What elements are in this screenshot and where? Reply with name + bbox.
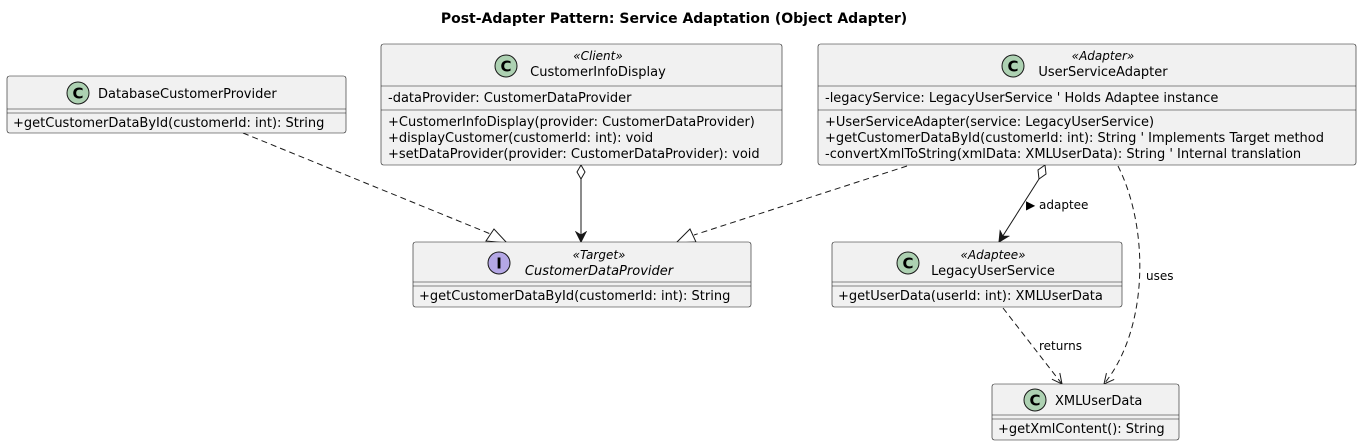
interface-stereotype: «Target» bbox=[573, 248, 626, 262]
aggregation-diamond-client bbox=[576, 163, 586, 181]
class-box-customer-info-display[interactable]: C «Client» CustomerInfoDisplay -dataProv… bbox=[380, 43, 783, 166]
aggregation-diamond-adapter bbox=[1037, 164, 1047, 180]
interface-name: CustomerDataProvider bbox=[525, 264, 675, 279]
class-box-legacy-user-service[interactable]: C «Adaptee» LegacyUserService +getUserDa… bbox=[831, 241, 1123, 308]
class-box-database-customer-provider[interactable]: C DatabaseCustomerProvider +getCustomerD… bbox=[6, 75, 347, 134]
realization-edge-adapter bbox=[693, 165, 908, 236]
class-badge-letter: C bbox=[1007, 58, 1018, 76]
returns-dependency-edge bbox=[1002, 307, 1062, 384]
class-box-xml-user-data[interactable]: C XMLUserData +getXmlContent(): String bbox=[991, 383, 1180, 441]
aggregation-edge-adapter bbox=[999, 178, 1040, 242]
class-field: -legacyService: LegacyUserService ' Hold… bbox=[825, 91, 1218, 106]
class-stereotype: «Adapter» bbox=[1072, 49, 1135, 63]
returns-edge-label: returns bbox=[1039, 339, 1082, 353]
adaptee-direction-arrow: ▶ bbox=[1026, 198, 1036, 212]
class-box-user-service-adapter[interactable]: C «Adapter» UserServiceAdapter -legacySe… bbox=[817, 43, 1357, 166]
uses-edge-label: uses bbox=[1146, 269, 1174, 283]
class-badge-letter: C bbox=[902, 255, 913, 273]
class-method: +getCustomerDataById(customerId: int): S… bbox=[13, 116, 324, 131]
edges: CustomerDataProvider (aggregation) --> L… bbox=[242, 132, 1174, 384]
class-name: LegacyUserService bbox=[931, 264, 1055, 279]
class-name: CustomerInfoDisplay bbox=[530, 65, 666, 80]
class-stereotype: «Adaptee» bbox=[960, 248, 1025, 262]
realization-arrowhead-adapter bbox=[674, 228, 697, 244]
class-badge-letter: C bbox=[500, 58, 511, 76]
interface-method: +getCustomerDataById(customerId: int): S… bbox=[419, 289, 730, 304]
class-badge-icon bbox=[1001, 54, 1025, 78]
class-badge-icon bbox=[896, 251, 920, 275]
class-method: +getXmlContent(): String bbox=[998, 422, 1165, 437]
class-method: +displayCustomer(customerId: int): void bbox=[388, 131, 653, 146]
class-badge-letter: C bbox=[1029, 392, 1040, 410]
interface-badge-icon bbox=[487, 251, 511, 275]
class-method: +getUserData(userId: int): XMLUserData bbox=[838, 289, 1103, 304]
class-name: DatabaseCustomerProvider bbox=[98, 87, 277, 102]
interface-box-customer-data-provider[interactable]: I «Target» CustomerDataProvider +getCust… bbox=[412, 241, 752, 308]
realization-arrowhead-database-provider bbox=[485, 228, 509, 244]
class-badge-icon bbox=[494, 54, 518, 78]
class-badge-letter: C bbox=[72, 85, 83, 103]
class-name: XMLUserData bbox=[1055, 394, 1142, 409]
class-method: +setDataProvider(provider: CustomerDataP… bbox=[388, 147, 760, 162]
class-method: +getCustomerDataById(customerId: int): S… bbox=[825, 131, 1324, 146]
uses-dependency-edge bbox=[1104, 165, 1141, 384]
class-name: UserServiceAdapter bbox=[1038, 65, 1168, 80]
class-method: -convertXmlToString(xmlData: XMLUserData… bbox=[825, 147, 1301, 162]
class-badge-icon bbox=[66, 81, 90, 105]
class-method: +CustomerInfoDisplay(provider: CustomerD… bbox=[388, 115, 755, 130]
class-badge-icon bbox=[1023, 388, 1047, 412]
class-method: +UserServiceAdapter(service: LegacyUserS… bbox=[825, 115, 1154, 130]
adaptee-edge-label: adaptee bbox=[1039, 198, 1088, 212]
interface-badge-letter: I bbox=[496, 255, 502, 273]
class-stereotype: «Client» bbox=[573, 49, 623, 63]
diagram-title: Post-Adapter Pattern: Service Adaptation… bbox=[441, 11, 907, 27]
class-field: -dataProvider: CustomerDataProvider bbox=[388, 91, 632, 106]
realization-edge-database-provider bbox=[242, 132, 494, 236]
